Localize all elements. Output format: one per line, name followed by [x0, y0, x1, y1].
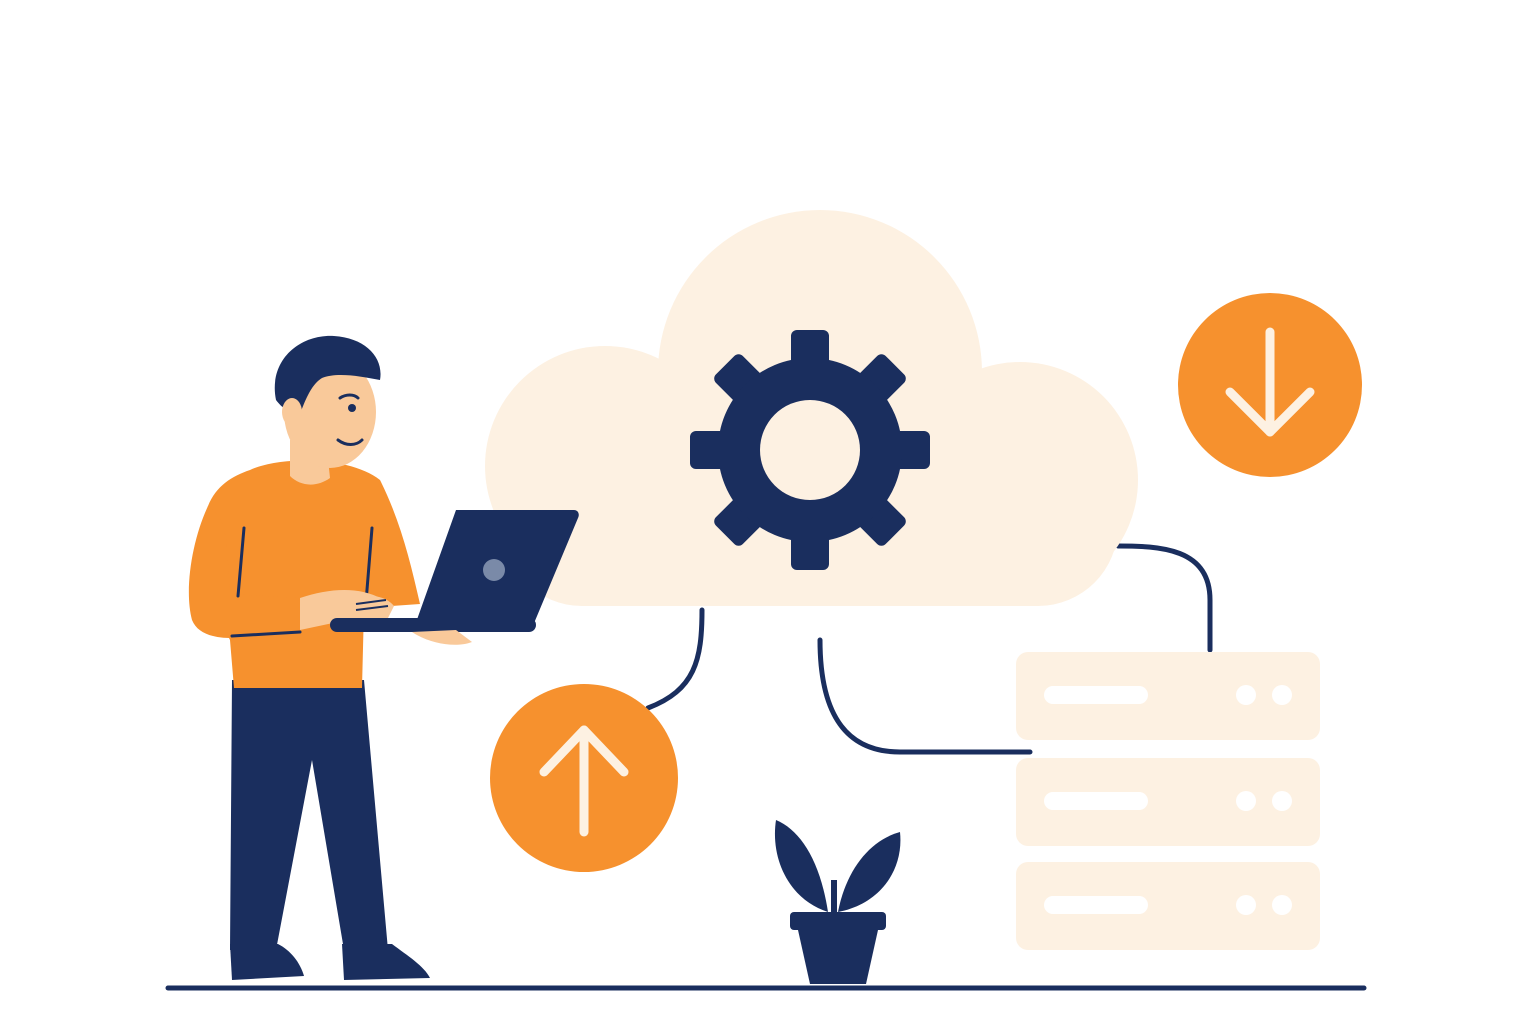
upload-badge [490, 684, 678, 872]
server-unit [1016, 862, 1320, 950]
plant-leaf-left [774, 820, 828, 912]
server-unit [1016, 652, 1320, 740]
connector-cloud-to-upload [645, 607, 705, 711]
plant-leaf-right [838, 832, 901, 912]
shoe-left [230, 944, 304, 980]
person [188, 335, 430, 980]
person-arm [188, 506, 300, 639]
person-torso [203, 460, 420, 688]
server-stack [1016, 652, 1320, 950]
person-hair [274, 335, 381, 414]
server-unit [1016, 758, 1320, 846]
person-ear [282, 398, 302, 426]
connector-lines [645, 543, 1213, 755]
arrow-up-icon [539, 725, 629, 837]
gear-icon [690, 330, 930, 570]
pot-rim [790, 912, 886, 930]
connector-cloud-to-server [1115, 543, 1213, 653]
laptop [330, 510, 579, 645]
person-legs [230, 680, 388, 950]
pot [798, 930, 878, 984]
download-badge [1178, 293, 1362, 477]
laptop-base [330, 618, 536, 632]
person-hand-under [412, 630, 472, 645]
shoe-right [342, 944, 430, 980]
person-mouth [336, 438, 364, 446]
plant-icon [774, 820, 901, 984]
laptop-logo [483, 559, 505, 581]
person-eye [348, 404, 356, 412]
connector-cloud-to-server-lower [817, 637, 1033, 755]
person-brow [338, 393, 360, 400]
arrow-down-icon [1225, 327, 1315, 437]
